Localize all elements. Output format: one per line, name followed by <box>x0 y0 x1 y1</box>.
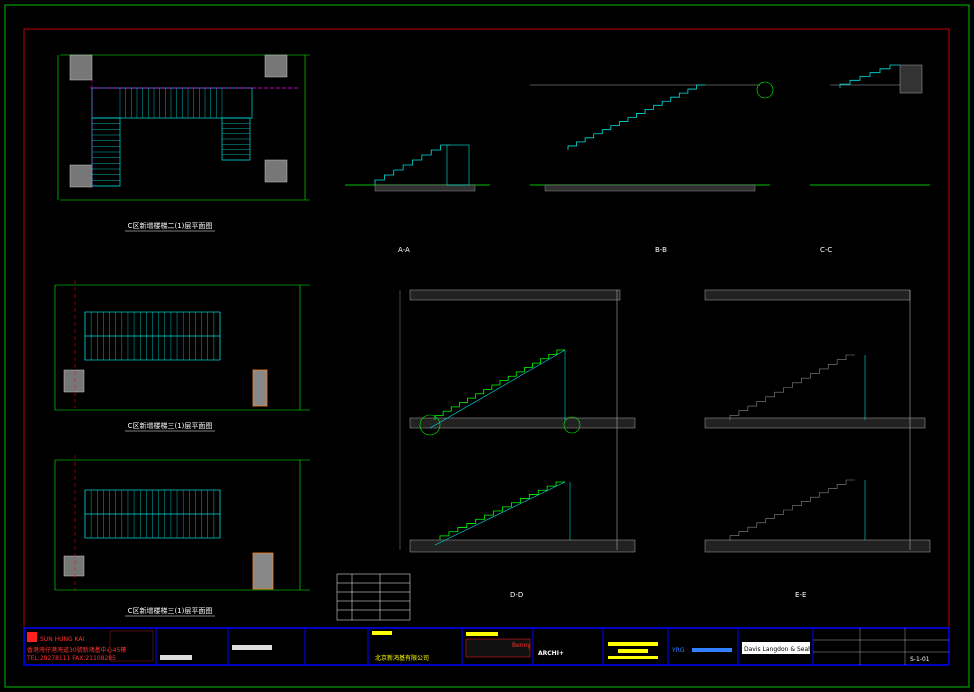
plan-2: C区新增楼梯三(1)层平面图 <box>54 280 310 432</box>
inner-border <box>23 28 950 666</box>
architect-logo: ARCHI+ <box>538 650 564 657</box>
section-cc-title: C-C <box>820 246 832 254</box>
section-aa-title: A-A <box>398 246 410 254</box>
company-name: SUN HUNG KAI <box>40 636 84 643</box>
plan-2-title: C区新增楼梯三(1)层平面图 <box>128 421 213 430</box>
schedule-table <box>336 573 411 621</box>
section-dd-title: D-D <box>510 591 523 599</box>
plan-1: C区新增楼梯二(1)层平面图 <box>57 54 310 232</box>
plan-3: C区新增楼梯三(1)层平面图 <box>54 455 310 617</box>
section-bb-title: B-B <box>655 246 667 254</box>
section-cc: C-C <box>810 64 930 254</box>
structural-logo: Benoy <box>512 642 531 649</box>
section-dd: D-D <box>399 289 636 599</box>
company-tel: TEL:28278111 FAX:21108285 <box>26 655 116 662</box>
section-aa: A-A <box>345 144 490 254</box>
consultant-logo: Davis Langdon & Seah <box>744 646 812 653</box>
section-ee-title: E-E <box>795 591 806 599</box>
client-name: 北京新鸿基有限公司 <box>375 654 429 662</box>
sheet-number: S-1-01 <box>910 656 930 663</box>
engineer-logo: YRG <box>671 647 685 654</box>
plan-3-title: C区新增楼梯三(1)层平面图 <box>128 606 213 615</box>
section-ee: E-E <box>704 289 931 599</box>
company-address: 香港灣仔港灣道30號新鴻基中心45樓 <box>27 646 126 654</box>
title-block: SUN HUNG KAI 香港灣仔港灣道30號新鴻基中心45樓 TEL:2827… <box>23 627 950 666</box>
outer-border <box>4 4 970 688</box>
section-bb: B-B <box>530 81 774 254</box>
plan-1-title: C区新增楼梯二(1)层平面图 <box>128 221 213 230</box>
